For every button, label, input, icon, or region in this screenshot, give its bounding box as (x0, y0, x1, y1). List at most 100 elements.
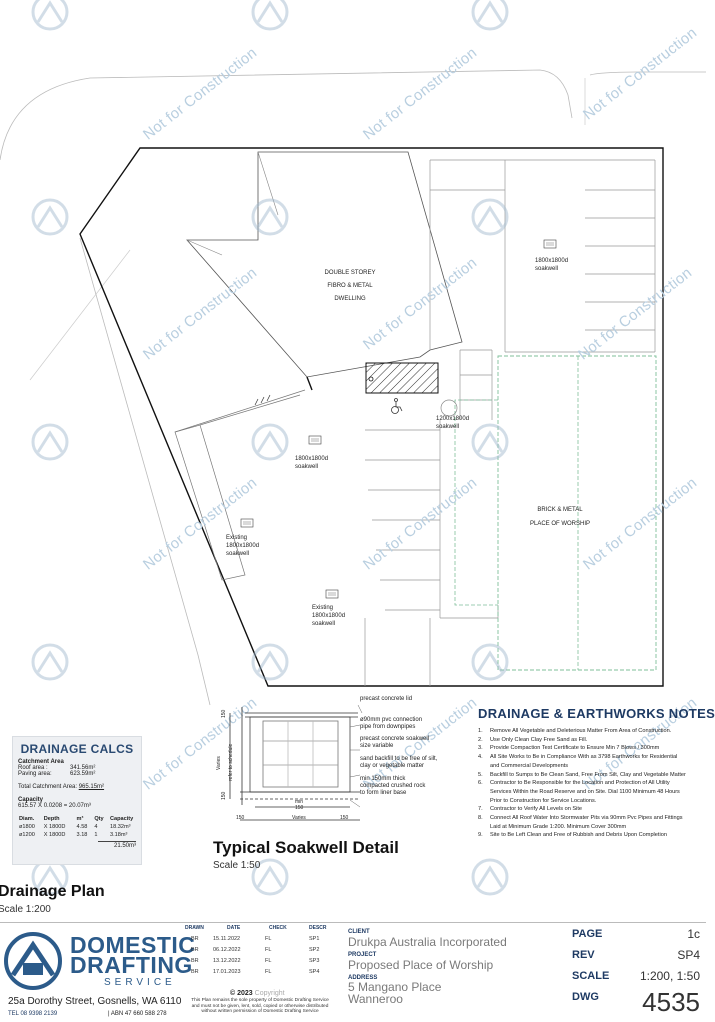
copyright-text-line: and must not be given, lent, sold, copie… (191, 1003, 329, 1009)
revision-cell: 13.12.2022 (213, 958, 241, 964)
worship-label-1: BRICK & METAL (537, 507, 583, 513)
copyright-text: This Plan remains the sole property of D… (180, 998, 340, 1015)
table-row: ø1800 X 1800D 4.58 4 18.32m³ (18, 823, 144, 831)
rev-label: REV (572, 949, 595, 961)
rev-value: SP4 (677, 948, 700, 962)
dwelling-label-2: FIBRO & METAL (327, 283, 373, 289)
detail-label-150-mid: 150 (295, 805, 304, 811)
col-diam: Diam. (19, 816, 35, 822)
revision-cell: SP1 (309, 936, 320, 942)
plan-scale: Scale 1:200 (0, 904, 51, 915)
roof-area-value: 341.56m² (70, 765, 96, 771)
col-m3: m³ (76, 816, 84, 822)
hatched-slab (365, 362, 439, 394)
watermark-logo-icon (471, 858, 509, 896)
watermark-logo-icon (251, 643, 289, 681)
rev-head-descr: DESCR (309, 925, 327, 931)
table-row: ø1200 X 1800D 3.18 1 3.18m³ (18, 831, 144, 839)
note-item: Services Within the Road Reserve and on … (478, 788, 706, 797)
note-item: Laid at Minimum Grade 1:200. Minimum Cov… (478, 823, 706, 832)
street-boundary-line (0, 69, 573, 161)
client-value: Drukpa Australia Incorporated (348, 935, 507, 949)
cell: 4.58 (76, 824, 88, 830)
page-label-block: PAGE (572, 928, 602, 940)
revision-cell: 15.11.2022 (213, 936, 241, 942)
soakwell-existing-left-3: soakwell (226, 551, 249, 557)
detail-label-depth-1: Varies (216, 756, 222, 770)
note-text: Site to Be Left Clean and Free of Rubbis… (490, 832, 667, 839)
company-name-2: DRAFTING (70, 952, 193, 978)
note-text: and Commercial Developments (490, 762, 569, 769)
cell: 18.32m³ (109, 824, 131, 830)
cell: X 1800D (43, 824, 66, 830)
dwelling-label-3: DWELLING (334, 296, 366, 302)
company-name-3: SERVICE (104, 977, 176, 988)
cell: 3.18m³ (109, 832, 128, 838)
soakwell-detail-title: Typical Soakwell Detail (213, 838, 399, 857)
place-of-worship-outline (497, 355, 657, 671)
note-item: Prior to Construction for Service Locati… (478, 797, 706, 806)
soakwell-existing-bottom-1: Existing (312, 605, 333, 611)
page-value: 1c (687, 927, 700, 941)
revision-cell: BR (191, 958, 199, 964)
revision-row: BR 15.11.2022 FL SP1 (185, 934, 335, 945)
revision-cell: FL (265, 936, 272, 942)
company-tel: TEL 08 9398 2139 (8, 1011, 58, 1017)
client-block: CLIENT Drukpa Australia Incorporated PRO… (348, 929, 507, 1005)
watermark-logo-icon (251, 0, 289, 31)
detail-label-150-top: 150 (221, 709, 227, 718)
note-text: Remove All Vegetable and Deleterious Mat… (490, 728, 672, 734)
drainage-calcs-title: DRAINAGE CALCS (20, 742, 134, 756)
detail-note-soakwell-2: size variable (360, 743, 394, 749)
copyright-line: © 2023 Copyright (230, 990, 285, 997)
note-item: 9. Site to Be Left Clean and Free of Rubb… (478, 831, 706, 840)
detail-note-base-3: to form liner base (360, 790, 407, 796)
rev-head-drawn: DRAWN (185, 925, 204, 931)
soakwell-top-label-2: soakwell (535, 266, 558, 272)
soakwell-small-label-2: soakwell (436, 424, 459, 430)
revision-cell: SP3 (309, 958, 320, 964)
company-address: 25a Dorothy Street, Gosnells, WA 6110 (8, 996, 182, 1007)
paving-area-value: 623.59m² (70, 771, 96, 777)
soakwell-top-label-1: 1800x1800d (535, 258, 568, 264)
soakwell-mid-label-1: 1800x1800d (295, 456, 328, 462)
plan-title: Drainage Plan (0, 883, 105, 900)
soakwell-existing-bottom-3: soakwell (312, 621, 335, 627)
note-number: 9. (478, 832, 483, 839)
soakwell-existing-left-1: Existing (226, 535, 247, 541)
revision-cell: BR (191, 936, 199, 942)
revision-cell: FL (265, 969, 272, 975)
project-value: Proposed Place of Worship (348, 958, 494, 972)
note-text: Laid at Minimum Grade 1:200. Minimum Cov… (490, 823, 627, 830)
revision-cell: 06.12.2022 (213, 947, 241, 953)
dwelling-outline (186, 151, 463, 378)
note-number: 6. (478, 780, 483, 787)
soakwell-circle-small (440, 399, 458, 417)
note-text: Contractor to Verify All Levels on Site (490, 806, 583, 813)
total-catchment-value: 965.15m² (78, 784, 105, 790)
project-label: PROJECT (348, 952, 377, 958)
cell: 4 (94, 824, 98, 830)
copyright-text-line: This Plan remains the sole property of D… (191, 998, 329, 1003)
detail-note-base-2: compacted crushed rock (360, 783, 426, 789)
site-address-2: Wanneroo (348, 992, 403, 1006)
copyright-head: © 2023 (230, 990, 253, 997)
soakwell-existing-left-2: 1800x1800d (226, 543, 259, 549)
rev-head-check: CHECK (269, 925, 287, 931)
detail-note-backfill-2: clay or vegetable matter (360, 763, 425, 769)
detail-label-150-right: 150 (340, 815, 349, 821)
soakwell-detail-scale: Scale 1:50 (213, 860, 261, 871)
detail-label-150-left: 150 (236, 815, 245, 821)
note-number: 7. (478, 806, 483, 813)
detail-label-varies: Varies (292, 815, 306, 821)
address-label: ADDRESS (348, 975, 378, 981)
soakwell-small-label-1: 1200x1800d (436, 416, 469, 422)
detail-note-lid: precast concrete lid (360, 696, 413, 702)
note-number: 3. (478, 745, 483, 752)
parking-bays (364, 159, 656, 686)
note-number: 5. (478, 771, 483, 778)
site-plan: DOUBLE STOREY FIBRO & METAL DWELLING BRI… (0, 69, 706, 706)
